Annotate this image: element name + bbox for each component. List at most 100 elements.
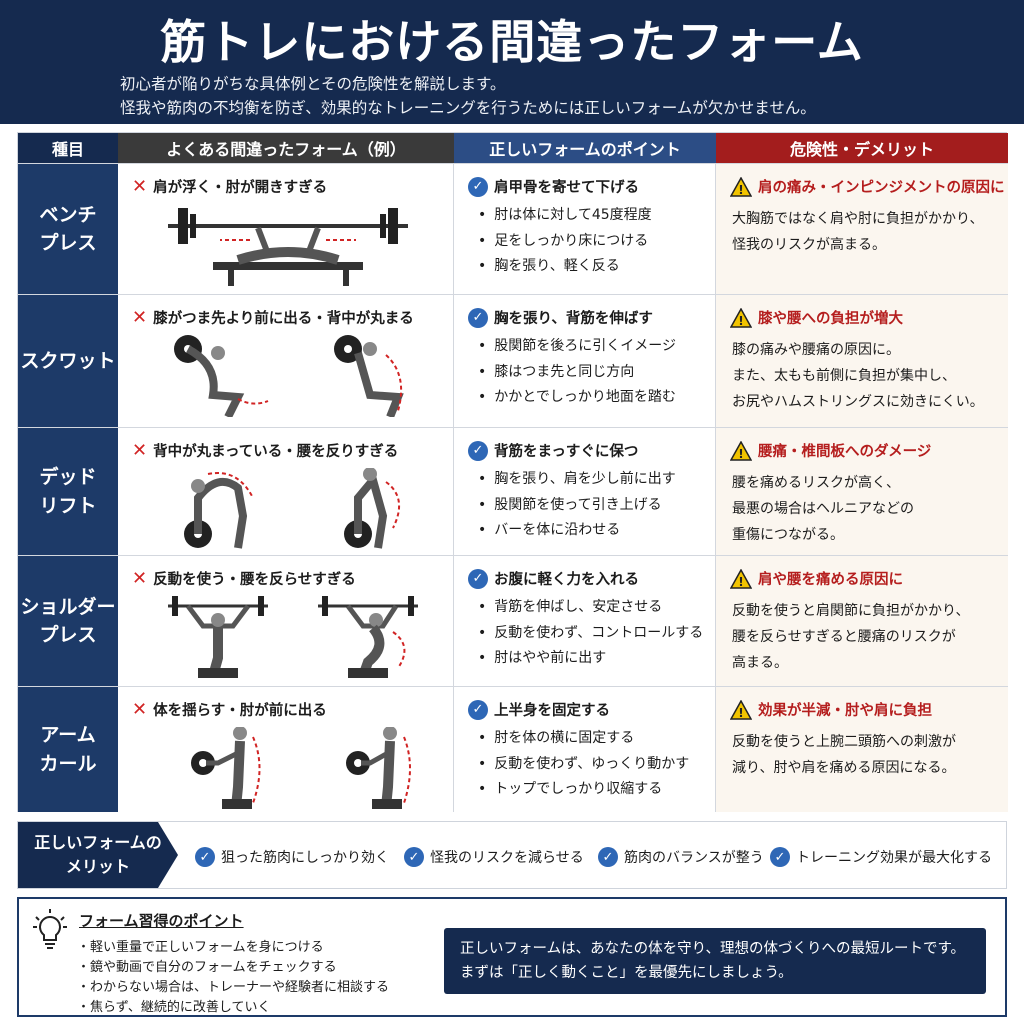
check-circle-icon: ✓ bbox=[468, 307, 488, 328]
svg-text:!: ! bbox=[738, 183, 743, 197]
check-circle-icon: ✓ bbox=[598, 847, 618, 867]
wrong-form-text: 膝がつま先より前に出る・背中が丸まる bbox=[153, 311, 414, 327]
list-item: 胸を張り、肩を少し前に出す bbox=[478, 468, 675, 494]
table-row-squat: スクワット ✕ 膝がつま先より前に出る・背中が丸まる ✓胸を張り、背筋を伸ばす 股… bbox=[18, 294, 1008, 427]
x-icon: ✕ bbox=[132, 698, 148, 720]
svg-text:!: ! bbox=[738, 447, 743, 461]
correct-point-head: お腹に軽く力を入れる bbox=[494, 572, 639, 588]
merit-item: ✓ 筋肉のバランスが整う bbox=[598, 847, 764, 867]
list-item: 反動を使わず、コントロールする bbox=[478, 622, 703, 648]
list-item: 足をしっかり床につける bbox=[478, 230, 652, 256]
table-row-arm-curl: アーム カール ✕ 体を揺らす・肘が前に出る ✓ 上半身を固定する bbox=[18, 686, 1008, 812]
warning-triangle-icon: ! bbox=[730, 307, 752, 328]
list-item: 股関節を使って引き上げる bbox=[478, 494, 676, 520]
column-header-wrong-form: よくある間違ったフォーム（例） bbox=[118, 133, 454, 163]
risk-head-text: 膝や腰への負担が増大 bbox=[758, 311, 903, 327]
risk-cell: ! 腰痛・椎間板へのダメージ 腰を痛めるリスクが高く、 最悪の場合はヘルニアなどの… bbox=[716, 428, 1008, 555]
exercise-name-line-1: デッド bbox=[39, 466, 97, 488]
exercise-name-line-2: カール bbox=[39, 752, 97, 775]
svg-text:!: ! bbox=[738, 314, 743, 328]
merit-text: トレーニング効果が最大化する bbox=[796, 850, 992, 866]
correct-point-head: 上半身を固定する bbox=[494, 703, 610, 719]
risk-description: 反動を使うと肩関節に負担がかかり、 腰を反らせすぎると腰痛のリスクが 高まる。 bbox=[732, 603, 970, 671]
x-icon: ✕ bbox=[132, 306, 148, 328]
x-icon: ✕ bbox=[132, 567, 148, 589]
page-title: 筋トレにおける間違ったフォーム bbox=[160, 15, 864, 69]
check-circle-icon: ✓ bbox=[770, 847, 790, 867]
callout-line-2: まずは「正しく動くこと」を最優先にしましょう。 bbox=[460, 965, 793, 981]
wrong-form-cell: ✕ 背中が丸まっている・腰を反りすぎる bbox=[118, 428, 454, 555]
exercise-name-line-2: プレス bbox=[39, 232, 97, 254]
callout-line-1: 正しいフォームは、あなたの体を守り、理想の体づくりへの最短ルートです。 bbox=[460, 941, 966, 957]
bench-press-illustration bbox=[168, 208, 408, 286]
exercise-name: ショルダー プレス bbox=[18, 556, 118, 686]
correct-points-list: 肘を体の横に固定する 反動を使わず、ゆっくり動かす トップでしっかり収縮する bbox=[478, 727, 689, 804]
exercise-name: スクワット bbox=[18, 295, 118, 427]
risk-head-text: 肩の痛み・インピンジメントの原因に bbox=[758, 180, 1005, 196]
check-circle-icon: ✓ bbox=[468, 440, 488, 461]
svg-text:!: ! bbox=[738, 575, 743, 589]
list-item: 反動を使わず、ゆっくり動かす bbox=[478, 753, 689, 779]
lightbulb-icon bbox=[33, 909, 67, 949]
merit-text: 怪我のリスクを減らせる bbox=[430, 850, 584, 866]
list-item: 鏡や動画で自分のフォームをチェックする bbox=[77, 956, 389, 976]
warning-triangle-icon: ! bbox=[730, 568, 752, 589]
risk-description: 大胸筋ではなく肩や肘に負担がかかり、 怪我のリスクが高まる。 bbox=[732, 211, 984, 253]
table-row-shoulder-press: ショルダー プレス ✕反動を使う・腰を反らせすぎる ✓お腹に軽 bbox=[18, 555, 1008, 686]
list-item: 背筋を伸ばし、安定させる bbox=[478, 596, 703, 622]
wrong-form-text: 背中が丸まっている・腰を反りすぎる bbox=[153, 444, 399, 460]
wrong-form-cell: ✕ 膝がつま先より前に出る・背中が丸まる bbox=[118, 295, 454, 427]
list-item: 肘はやや前に出す bbox=[478, 647, 703, 673]
table-row-deadlift: デッド リフト ✕背中が丸まっている・腰を反りすぎる ✓背筋をまっすぐに保つ 胸… bbox=[18, 427, 1008, 555]
exercise-name: デッド リフト bbox=[18, 428, 118, 555]
exercise-name-line-2: リフト bbox=[39, 494, 97, 517]
exercise-name-line-1: アーム bbox=[40, 724, 96, 746]
merit-item: ✓ トレーニング効果が最大化する bbox=[770, 847, 992, 867]
exercise-name: ベンチ プレス bbox=[18, 164, 118, 294]
form-comparison-table: 種目 よくある間違ったフォーム（例） 正しいフォームのポイント 危険性・デメリッ… bbox=[17, 132, 1008, 812]
correct-points-cell: ✓胸を張り、背筋を伸ばす 股関節を後ろに引くイメージ 膝はつま先と同じ方向 かか… bbox=[454, 295, 716, 427]
correct-points-list: 肘は体に対して45度程度 足をしっかり床につける 胸を張り、軽く反る bbox=[478, 204, 652, 281]
merit-item: ✓怪我のリスクを減らせる bbox=[404, 847, 584, 867]
wrong-form-text: 反動を使う・腰を反らせすぎる bbox=[153, 572, 356, 588]
subtitle-line-1: 初心者が陥りがちな具体例とその危険性を解説します。 bbox=[120, 75, 506, 93]
warning-triangle-icon: ! bbox=[730, 176, 752, 197]
list-item: 軽い重量で正しいフォームを身につける bbox=[77, 936, 389, 956]
check-circle-icon: ✓ bbox=[468, 699, 488, 720]
x-icon: ✕ bbox=[132, 439, 148, 461]
exercise-name-line-1: スクワット bbox=[20, 349, 116, 372]
header-banner: 筋トレにおける間違ったフォーム 初心者が陥りがちな具体例とその危険性を解説します… bbox=[0, 0, 1024, 124]
risk-description: 腰を痛めるリスクが高く、 最悪の場合はヘルニアなどの 重傷につながる。 bbox=[732, 475, 914, 543]
svg-text:!: ! bbox=[738, 706, 743, 720]
risk-head-text: 腰痛・椎間板へのダメージ bbox=[758, 444, 932, 460]
list-item: バーを体に沿わせる bbox=[478, 519, 676, 545]
shoulder-press-illustration bbox=[168, 596, 418, 678]
summary-callout: 正しいフォームは、あなたの体を守り、理想の体づくりへの最短ルートです。 まずは「… bbox=[444, 928, 986, 994]
exercise-name-line-1: ベンチ bbox=[39, 203, 97, 226]
correct-points-list: 背筋を伸ばし、安定させる 反動を使わず、コントロールする 肘はやや前に出す bbox=[478, 596, 703, 673]
merits-label: 正しいフォームの メリット bbox=[18, 822, 178, 888]
list-item: 肘は体に対して45度程度 bbox=[478, 204, 651, 230]
merit-text: 狙った筋肉にしっかり効く bbox=[221, 850, 389, 866]
column-header-correct-points: 正しいフォームのポイント bbox=[454, 133, 716, 163]
wrong-form-text: 体を揺らす・肘が前に出る bbox=[153, 703, 327, 719]
merit-text: 筋肉のバランスが整う bbox=[624, 850, 764, 866]
tips-title: フォーム習得のポイント bbox=[79, 912, 244, 930]
list-item: トップでしっかり収縮する bbox=[478, 778, 689, 804]
correct-points-list: 股関節を後ろに引くイメージ 膝はつま先と同じ方向 かかとでしっかり地面を踏む bbox=[478, 335, 676, 412]
check-circle-icon: ✓ bbox=[195, 847, 215, 867]
exercise-name: アーム カール bbox=[18, 687, 118, 812]
correct-points-cell: ✓肩甲骨を寄せて下げる 肘は体に対して45度程度 足をしっかり床につける 胸を張… bbox=[454, 164, 716, 294]
correct-points-list: 胸を張り、肩を少し前に出す 股関節を使って引き上げる バーを体に沿わせる bbox=[478, 468, 676, 545]
check-circle-icon: ✓ bbox=[468, 176, 488, 197]
correct-points-cell: ✓お腹に軽く力を入れる 背筋を伸ばし、安定させる 反動を使わず、コントロールする… bbox=[454, 556, 716, 686]
risk-cell: ! 肩や腰を痛める原因に 反動を使うと肩関節に負担がかかり、 腰を反らせすぎると腰… bbox=[716, 556, 1008, 686]
x-icon: ✕ bbox=[132, 175, 148, 197]
wrong-form-cell: ✕肩が浮く・肘が開きすぎる bbox=[118, 164, 454, 294]
list-item: 股関節を後ろに引くイメージ bbox=[478, 335, 676, 361]
risk-head-text: 肩や腰を痛める原因に bbox=[758, 572, 903, 588]
column-header-risks: 危険性・デメリット bbox=[716, 133, 1008, 163]
risk-head-text: 効果が半減・肘や肩に負担 bbox=[758, 703, 932, 719]
risk-cell: ! 膝や腰への負担が増大 膝の痛みや腰痛の原因に。 また、太もも前側に負担が集中し… bbox=[716, 295, 1008, 427]
risk-description: 膝の痛みや腰痛の原因に。 また、太もも前側に負担が集中し、 お尻やハムストリング… bbox=[732, 342, 984, 410]
